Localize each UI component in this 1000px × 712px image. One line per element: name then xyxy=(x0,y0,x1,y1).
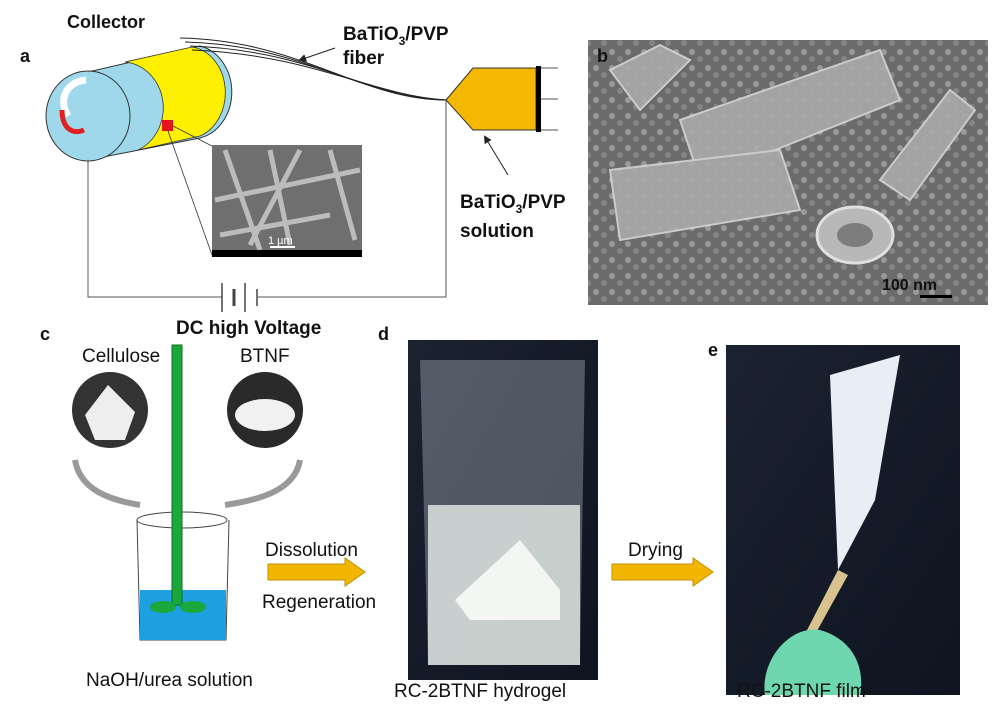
curved-arrow-left xyxy=(72,459,141,508)
stirrer xyxy=(171,344,183,606)
panel-d: d RC-2BTNF hydrogel Drying xyxy=(378,324,714,702)
collector-label: Collector xyxy=(67,12,145,32)
fiber-arrow xyxy=(298,47,336,62)
wire-right xyxy=(258,100,447,298)
sem-inset: 1 µm xyxy=(212,145,362,257)
fiber-jet xyxy=(179,37,447,101)
inset-scale-bar: 1 µm xyxy=(268,235,293,247)
solution-label: BaTiO3/PVP xyxy=(460,192,566,216)
collector-drum xyxy=(45,45,233,256)
battery-icon xyxy=(221,283,258,312)
glove xyxy=(764,629,862,695)
power-label: DC high Voltage xyxy=(176,318,321,339)
drying-label: Drying xyxy=(628,540,683,561)
panel-a: a Collector DC high Voltage xyxy=(20,12,566,339)
panel-d-label: d xyxy=(378,324,389,344)
wire-left xyxy=(87,110,222,298)
btnf-label: BTNF xyxy=(240,346,290,367)
syringe xyxy=(445,66,558,132)
fiber-label-line2: fiber xyxy=(343,48,385,69)
panel-c-label: c xyxy=(40,324,50,344)
curved-arrow-right xyxy=(224,459,303,508)
cellulose-label: Cellulose xyxy=(82,346,160,367)
panel-b: b 100 nm xyxy=(588,40,988,305)
solution-label-line2: solution xyxy=(460,221,534,242)
arrow-right-icon xyxy=(267,557,366,587)
fiber-label: BaTiO3/PVP xyxy=(343,24,449,48)
solution-arrow xyxy=(483,135,509,176)
sample-region-marker xyxy=(162,120,173,131)
hydrogel-caption: RC-2BTNF hydrogel xyxy=(394,681,566,702)
film-caption: RC-2BTNF film xyxy=(737,681,866,702)
sem-scale-bar: 100 nm xyxy=(882,277,937,294)
film xyxy=(830,355,900,570)
arrow-right-icon xyxy=(611,557,714,587)
panel-c: c Cellulose BTNF NaOH/urea solution Diss… xyxy=(40,324,376,691)
dissolution-label: Dissolution xyxy=(265,540,358,561)
panel-a-label: a xyxy=(20,46,31,66)
panel-e-label: e xyxy=(708,340,718,360)
regeneration-label: Regeneration xyxy=(262,592,376,613)
panel-b-label: b xyxy=(597,46,608,66)
beaker-schematic xyxy=(136,344,230,641)
solution-caption: NaOH/urea solution xyxy=(86,670,253,691)
panel-e: e RC-2BTNF film xyxy=(708,340,960,702)
